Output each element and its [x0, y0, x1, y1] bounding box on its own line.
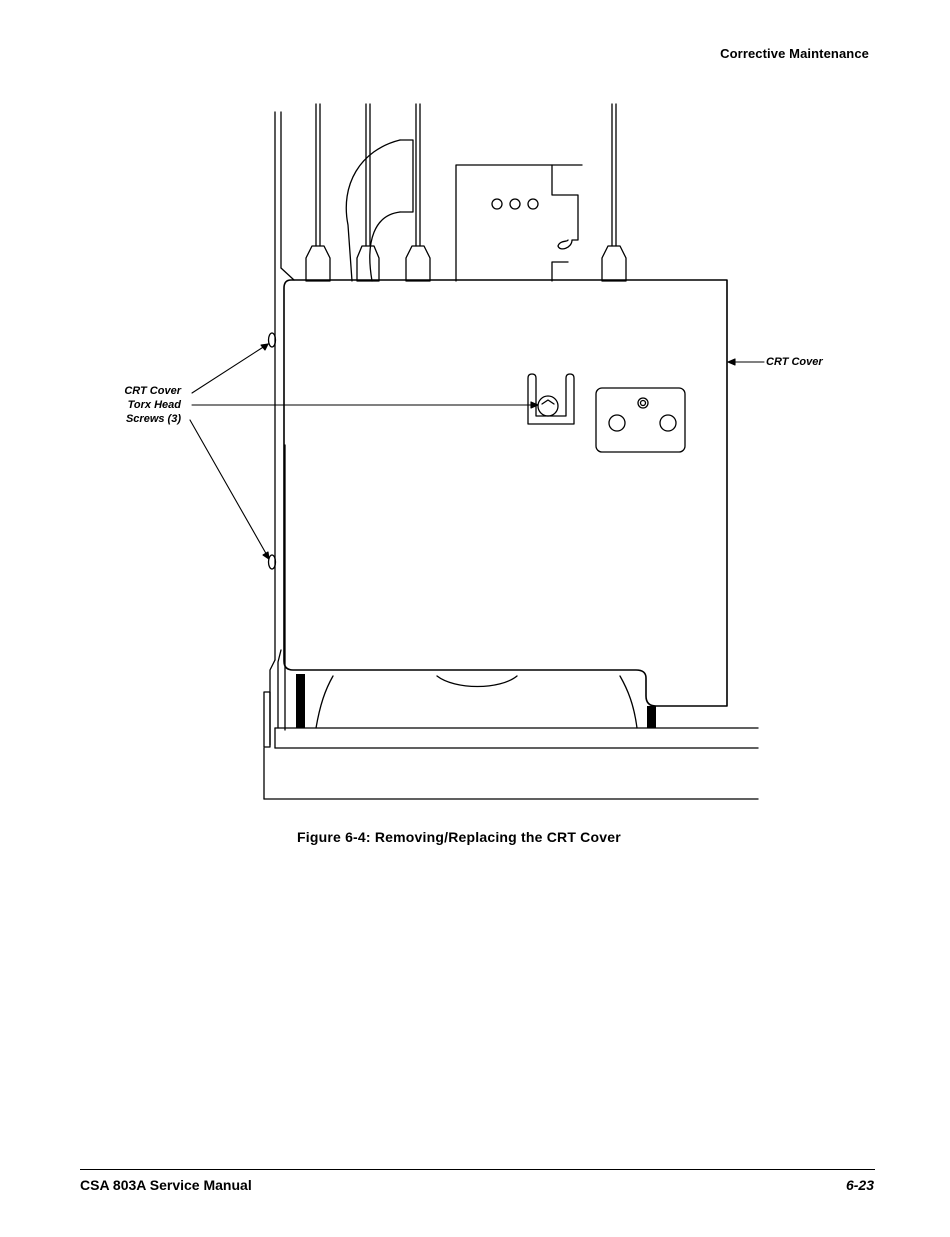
torx-screw-bracket: [528, 374, 574, 424]
cable-connectors: [306, 104, 626, 281]
screws-callout: CRT Cover Torx Head Screws (3): [96, 384, 181, 426]
base-platform: [264, 728, 758, 799]
crt-cover-body: [269, 280, 728, 706]
crt-cover-callout: CRT Cover: [766, 355, 823, 369]
screws-callout-line2: Torx Head: [96, 398, 181, 412]
page-number: 6-23: [846, 1177, 874, 1193]
chassis-rails: [264, 112, 294, 747]
footer-divider: [80, 1169, 875, 1170]
screws-callout-line3: Screws (3): [96, 412, 181, 426]
screws-callout-line1: CRT Cover: [96, 384, 181, 398]
footer-manual-title: CSA 803A Service Manual: [80, 1177, 252, 1193]
access-plate: [596, 388, 685, 452]
figure-caption: Figure 6-4: Removing/Replacing the CRT C…: [297, 829, 621, 845]
crt-base: [296, 674, 656, 728]
mounting-bracket: [456, 165, 582, 281]
